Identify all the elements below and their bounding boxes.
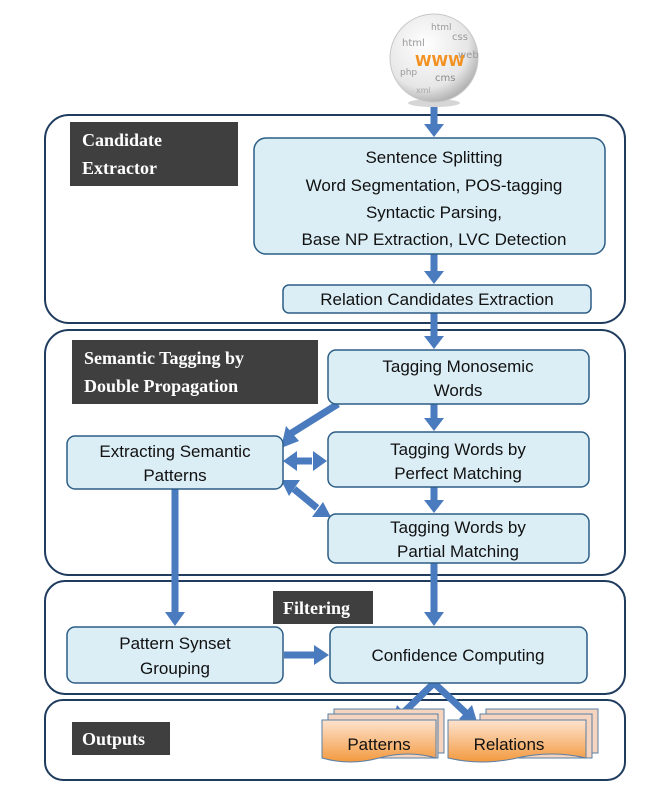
patterns-output-label: Patterns: [347, 735, 410, 754]
relations-document-icon: [447, 719, 587, 763]
web-word-2: css: [452, 32, 468, 43]
arrow-monosemic-to-patterns-head: [281, 426, 299, 448]
candidate-extractor-title-line1: Candidate: [82, 130, 162, 150]
preprocessing-line4: Base NP Extraction, LVC Detection: [302, 230, 567, 249]
arrow-patterns-perfect-right-head: [313, 451, 327, 471]
relation-candidates-node: Relation Candidates Extraction: [282, 284, 592, 314]
arrow-confidence-to-patterns: [400, 680, 437, 716]
semantic-tagging-title-line2: Double Propagation: [84, 376, 238, 396]
relations-output-docs: Relations: [447, 708, 599, 763]
extracting-patterns-line1: Extracting Semantic: [99, 442, 251, 461]
arrow-monosemic-to-patterns: [288, 401, 340, 437]
web-word-4: web: [458, 50, 479, 61]
filtering-title: Filtering: [283, 598, 350, 618]
extracting-patterns-node: Extracting Semantic Patterns: [66, 435, 284, 490]
outputs-title: Outputs: [82, 729, 145, 749]
preprocessing-node: Sentence Splitting Word Segmentation, PO…: [253, 137, 606, 255]
arrow-web-to-preprocessing-head: [424, 124, 444, 137]
tagging-perfect-node: Tagging Words by Perfect Matching: [327, 431, 590, 488]
arrow-partial-to-confidence-head: [424, 612, 444, 626]
tagging-partial-line1: Tagging Words by: [390, 518, 526, 537]
candidate-extractor-header: Candidate Extractor: [70, 122, 238, 186]
web-word-1: html: [431, 23, 452, 33]
tagging-monosemic-node: Tagging Monosemic Words: [327, 349, 590, 405]
tagging-perfect-line2: Perfect Matching: [394, 464, 522, 483]
web-word-6: xml: [416, 86, 431, 95]
arrow-perfect-to-partial-head: [424, 500, 444, 513]
preprocessing-line2: Word Segmentation, POS-tagging: [306, 176, 563, 195]
semantic-tagging-title-line1: Semantic Tagging by: [84, 348, 244, 368]
confidence-label: Confidence Computing: [372, 646, 545, 665]
www-label: WWW: [415, 52, 465, 70]
relation-candidates-label: Relation Candidates Extraction: [320, 290, 553, 309]
semantic-tagging-header: Semantic Tagging by Double Propagation: [72, 340, 318, 404]
arrow-synset-to-confidence-head: [314, 645, 329, 665]
arrow-relations-to-monosemic-head: [424, 336, 444, 349]
relations-output-label: Relations: [474, 735, 545, 754]
patterns-output-docs: Patterns: [321, 708, 445, 763]
patterns-document-icon: [321, 719, 437, 763]
pattern-synset-line1: Pattern Synset: [119, 634, 231, 653]
outputs-header: Outputs: [72, 722, 170, 755]
tagging-perfect-line1: Tagging Words by: [390, 440, 526, 459]
arrow-preprocessing-to-relations-head: [424, 271, 444, 284]
arrow-patterns-partial-bidirectional: [291, 486, 320, 511]
candidate-extractor-title-line2: Extractor: [82, 158, 157, 178]
web-word-7: html: [402, 38, 425, 49]
arrow-patterns-perfect-left-head: [283, 451, 297, 471]
preprocessing-line3: Syntactic Parsing,: [366, 203, 502, 222]
tagging-partial-node: Tagging Words by Partial Matching: [327, 513, 590, 564]
web-word-3: php: [400, 68, 417, 78]
extracting-patterns-line2: Patterns: [143, 466, 206, 485]
arrow-confidence-to-relations: [431, 680, 469, 716]
arrow-patterns-to-synset-head: [165, 612, 185, 626]
tagging-partial-line2: Partial Matching: [397, 542, 519, 561]
www-globe-icon: html css php web cms xml html WWW: [389, 13, 479, 107]
preprocessing-line1: Sentence Splitting: [365, 148, 502, 167]
filtering-header: Filtering: [273, 591, 373, 624]
pattern-synset-line2: Grouping: [140, 659, 210, 678]
tagging-monosemic-line2: Words: [434, 381, 483, 400]
arrow-patterns-partial-down-head: [312, 502, 331, 517]
pattern-synset-node: Pattern Synset Grouping: [66, 626, 284, 684]
tagging-monosemic-line1: Tagging Monosemic: [382, 357, 534, 376]
arrow-monosemic-to-perfect-head: [424, 418, 444, 431]
arrow-patterns-partial-up-head: [281, 480, 300, 496]
web-word-5: cms: [435, 73, 455, 84]
confidence-node: Confidence Computing: [329, 626, 588, 684]
